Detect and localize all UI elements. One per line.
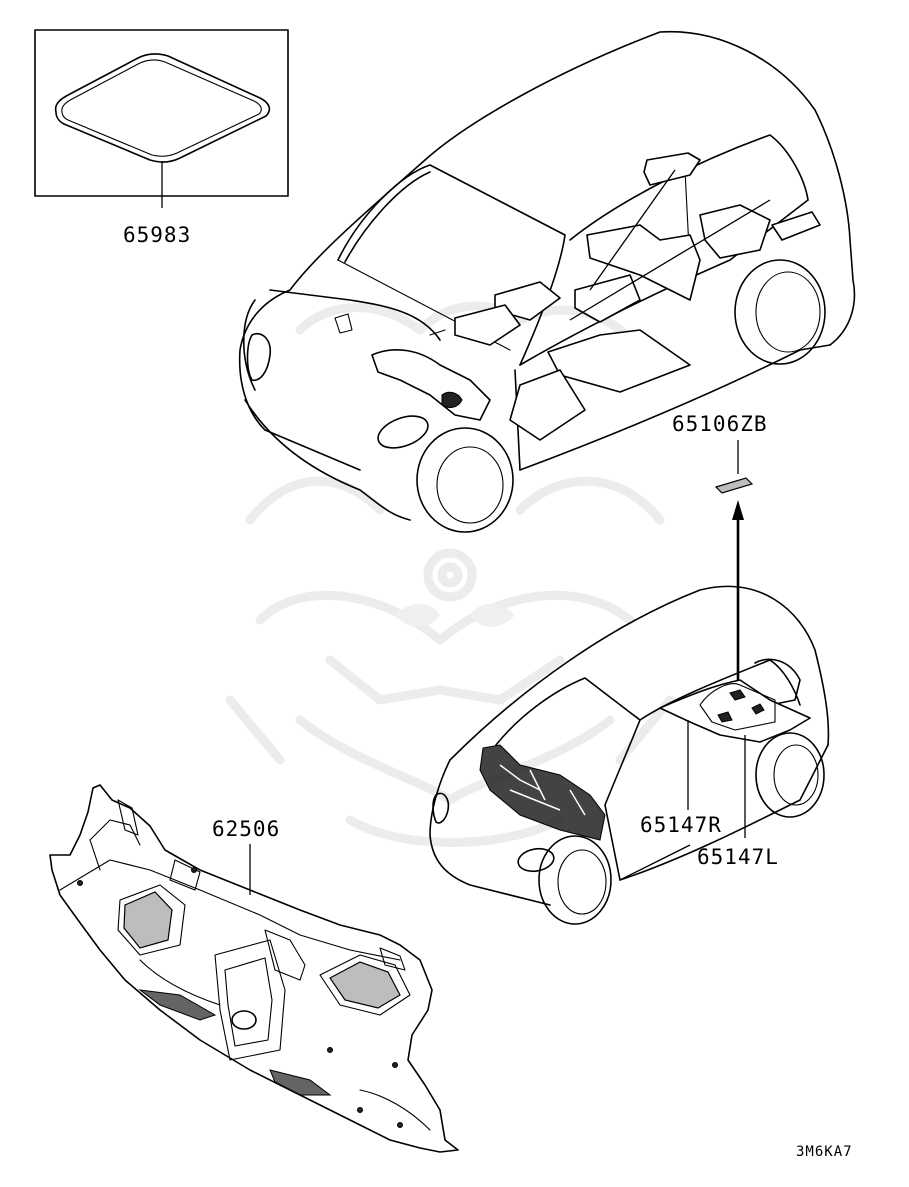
label-65106ZB: 65106ZB (672, 412, 768, 436)
upper-car-body (238, 30, 856, 533)
label-65147L: 65147L (697, 845, 779, 869)
inset-pad-shape[interactable] (54, 53, 271, 163)
lower-car-body (429, 585, 830, 925)
label-65983: 65983 (123, 223, 191, 247)
watermark-emblem (225, 301, 675, 847)
inset-box (34, 29, 289, 208)
drawing-code: 3M6KA7 (796, 1144, 853, 1160)
arrow-up (732, 500, 744, 680)
label-65147R: 65147R (640, 813, 722, 837)
label-62506: 62506 (212, 817, 280, 841)
cargo-floor-mat-shape[interactable] (659, 679, 811, 743)
dash-panel-silencer[interactable] (49, 784, 459, 1153)
rear-floor-pad-shape[interactable] (714, 477, 754, 494)
